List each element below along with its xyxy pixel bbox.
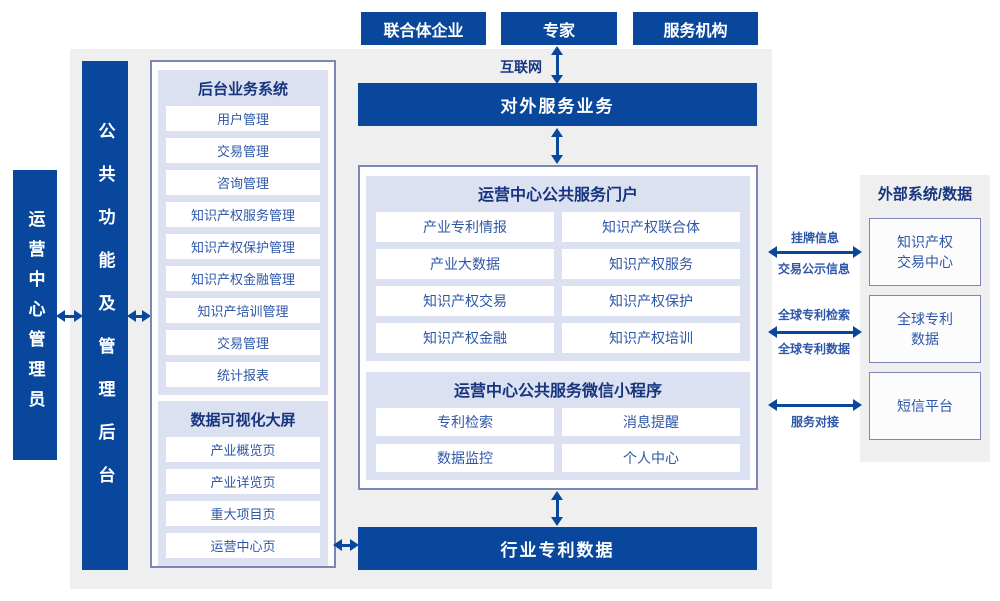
backend-panel: 后台业务系统 用户管理 交易管理 咨询管理 知识产权服务管理 知识产权保护管理 …: [150, 60, 336, 568]
public-functions-backend-bar: 公共功能及管理后台: [82, 61, 128, 570]
backend-item: 交易管理: [166, 138, 320, 163]
ext-box-line: 短信平台: [897, 397, 953, 414]
global-patent-double-arrow: [768, 325, 862, 339]
backend-item: 咨询管理: [166, 170, 320, 195]
actor-box-service-agency: 服务机构: [633, 12, 758, 45]
portal-item: 知识产权联合体: [562, 212, 740, 242]
arrow-head-left: [56, 310, 65, 322]
arrow-shaft: [555, 54, 559, 76]
center-panel: 运营中心公共服务门户 产业专利情报 知识产权联合体 产业大数据 知识产权服务 知…: [358, 165, 758, 490]
dashboard-title: 数据可视化大屏: [190, 412, 296, 429]
arrow-shaft: [555, 499, 559, 518]
arrow-shaft: [555, 136, 559, 156]
link-label-trade-publicity-info: 交易公示信息: [777, 262, 850, 276]
backend-item: 知识产权保护管理: [166, 234, 320, 259]
arrow-head-up: [551, 128, 563, 137]
portal-item: 知识产权金融: [376, 323, 554, 353]
backend-system-list: 用户管理 交易管理 咨询管理 知识产权服务管理 知识产权保护管理 知识产权金融管…: [166, 106, 320, 387]
trading-center-double-arrow: [768, 245, 862, 259]
arrow-head-left: [768, 246, 777, 258]
service-to-portal-double-arrow: [549, 128, 565, 164]
backend-item: 统计报表: [166, 362, 320, 387]
backend-system-title: 后台业务系统: [197, 81, 288, 98]
portal-grid: 产业专利情报 知识产权联合体 产业大数据 知识产权服务 知识产权交易 知识产权保…: [376, 212, 740, 353]
internet-double-arrow: [549, 46, 565, 84]
miniprogram-item: 个人中心: [562, 444, 740, 472]
backend-item: 交易管理: [166, 330, 320, 355]
backend-item: 知识产权服务管理: [166, 202, 320, 227]
backend-to-panel-double-arrow: [127, 308, 151, 324]
link-label-service-docking: 服务对接: [790, 415, 839, 429]
external-systems-panel: 外部系统/数据 知识产权 交易中心 全球专利 数据 短信平台: [860, 175, 990, 462]
portal-item: 知识产权保护: [562, 286, 740, 316]
link-label-listing-info: 挂牌信息: [790, 231, 839, 245]
link-label-global-patent-search: 全球专利检索: [777, 308, 850, 322]
dashboard-item: 产业详览页: [166, 469, 320, 494]
ext-box-line: 交易中心: [897, 254, 953, 270]
arrow-head-right: [853, 246, 862, 258]
backend-item: 用户管理: [166, 106, 320, 131]
arrow-shaft: [776, 250, 854, 254]
arrow-head-right: [350, 539, 359, 551]
arrow-head-left: [333, 539, 342, 551]
arrow-head-down: [551, 75, 563, 84]
arrow-head-right: [853, 326, 862, 338]
arrow-shaft: [135, 314, 143, 318]
arrow-shaft: [776, 403, 854, 407]
industry-patent-data-bar: 行业专利数据: [358, 527, 757, 570]
external-system-global-patent-data: 全球专利 数据: [869, 295, 981, 363]
external-service-business-bar: 对外服务业务: [358, 83, 757, 126]
arrow-shaft: [64, 314, 75, 318]
dashboard-item: 运营中心页: [166, 533, 320, 558]
portal-item: 知识产权交易: [376, 286, 554, 316]
actor-box-consortium-enterprise: 联合体企业: [361, 12, 486, 45]
backend-system-section: 后台业务系统 用户管理 交易管理 咨询管理 知识产权服务管理 知识产权保护管理 …: [158, 70, 328, 395]
external-system-ip-trading-center: 知识产权 交易中心: [869, 218, 981, 286]
dashboard-to-patent-double-arrow: [333, 537, 359, 553]
backend-item: 知识产权金融管理: [166, 266, 320, 291]
miniprogram-item: 消息提醒: [562, 408, 740, 436]
sms-platform-double-arrow: [768, 398, 862, 412]
arrow-head-down: [551, 517, 563, 526]
external-systems-title: 外部系统/数据: [877, 186, 973, 203]
internet-label: 互联网: [500, 59, 542, 75]
portal-item: 知识产权培训: [562, 323, 740, 353]
dashboard-item: 重大项目页: [166, 501, 320, 526]
backend-item: 知识产培训管理: [166, 298, 320, 323]
arrow-shaft: [776, 330, 854, 334]
ext-box-line: 全球专利: [897, 310, 953, 327]
arrow-head-right: [142, 310, 151, 322]
arrow-head-left: [768, 399, 777, 411]
link-label-global-patent-data: 全球专利数据: [777, 342, 850, 356]
dashboard-list: 产业概览页 产业详览页 重大项目页 运营中心页: [166, 437, 320, 558]
ext-box-line: 知识产权: [897, 233, 953, 250]
portal-item: 知识产权服务: [562, 249, 740, 279]
panel-to-patent-double-arrow: [549, 491, 565, 526]
arrow-shaft: [341, 543, 351, 547]
arrow-head-left: [768, 326, 777, 338]
arrow-head-up: [551, 491, 563, 500]
arrow-head-right: [74, 310, 83, 322]
portal-title: 运营中心公共服务门户: [477, 187, 638, 204]
external-system-sms-platform: 短信平台: [869, 372, 981, 440]
miniprogram-grid: 专利检索 消息提醒 数据监控 个人中心: [376, 408, 740, 472]
operation-center-admin-bar: 运营中心管理员: [13, 170, 57, 460]
miniprogram-section: 运营中心公共服务微信小程序 专利检索 消息提醒 数据监控 个人中心: [366, 372, 750, 480]
admin-to-backend-double-arrow: [56, 308, 83, 324]
dashboard-item: 产业概览页: [166, 437, 320, 462]
dashboard-section: 数据可视化大屏 产业概览页 产业详览页 重大项目页 运营中心页: [158, 401, 328, 566]
actor-box-expert: 专家: [501, 12, 617, 45]
arrow-head-right: [853, 399, 862, 411]
miniprogram-title: 运营中心公共服务微信小程序: [453, 383, 662, 400]
arrow-head-down: [551, 155, 563, 164]
portal-section: 运营中心公共服务门户 产业专利情报 知识产权联合体 产业大数据 知识产权服务 知…: [366, 176, 750, 361]
portal-item: 产业大数据: [376, 249, 554, 279]
portal-item: 产业专利情报: [376, 212, 554, 242]
arrow-head-left: [127, 310, 136, 322]
arrow-head-up: [551, 46, 563, 55]
miniprogram-item: 专利检索: [376, 408, 554, 436]
ext-box-line: 数据: [911, 331, 939, 347]
miniprogram-item: 数据监控: [376, 444, 554, 472]
